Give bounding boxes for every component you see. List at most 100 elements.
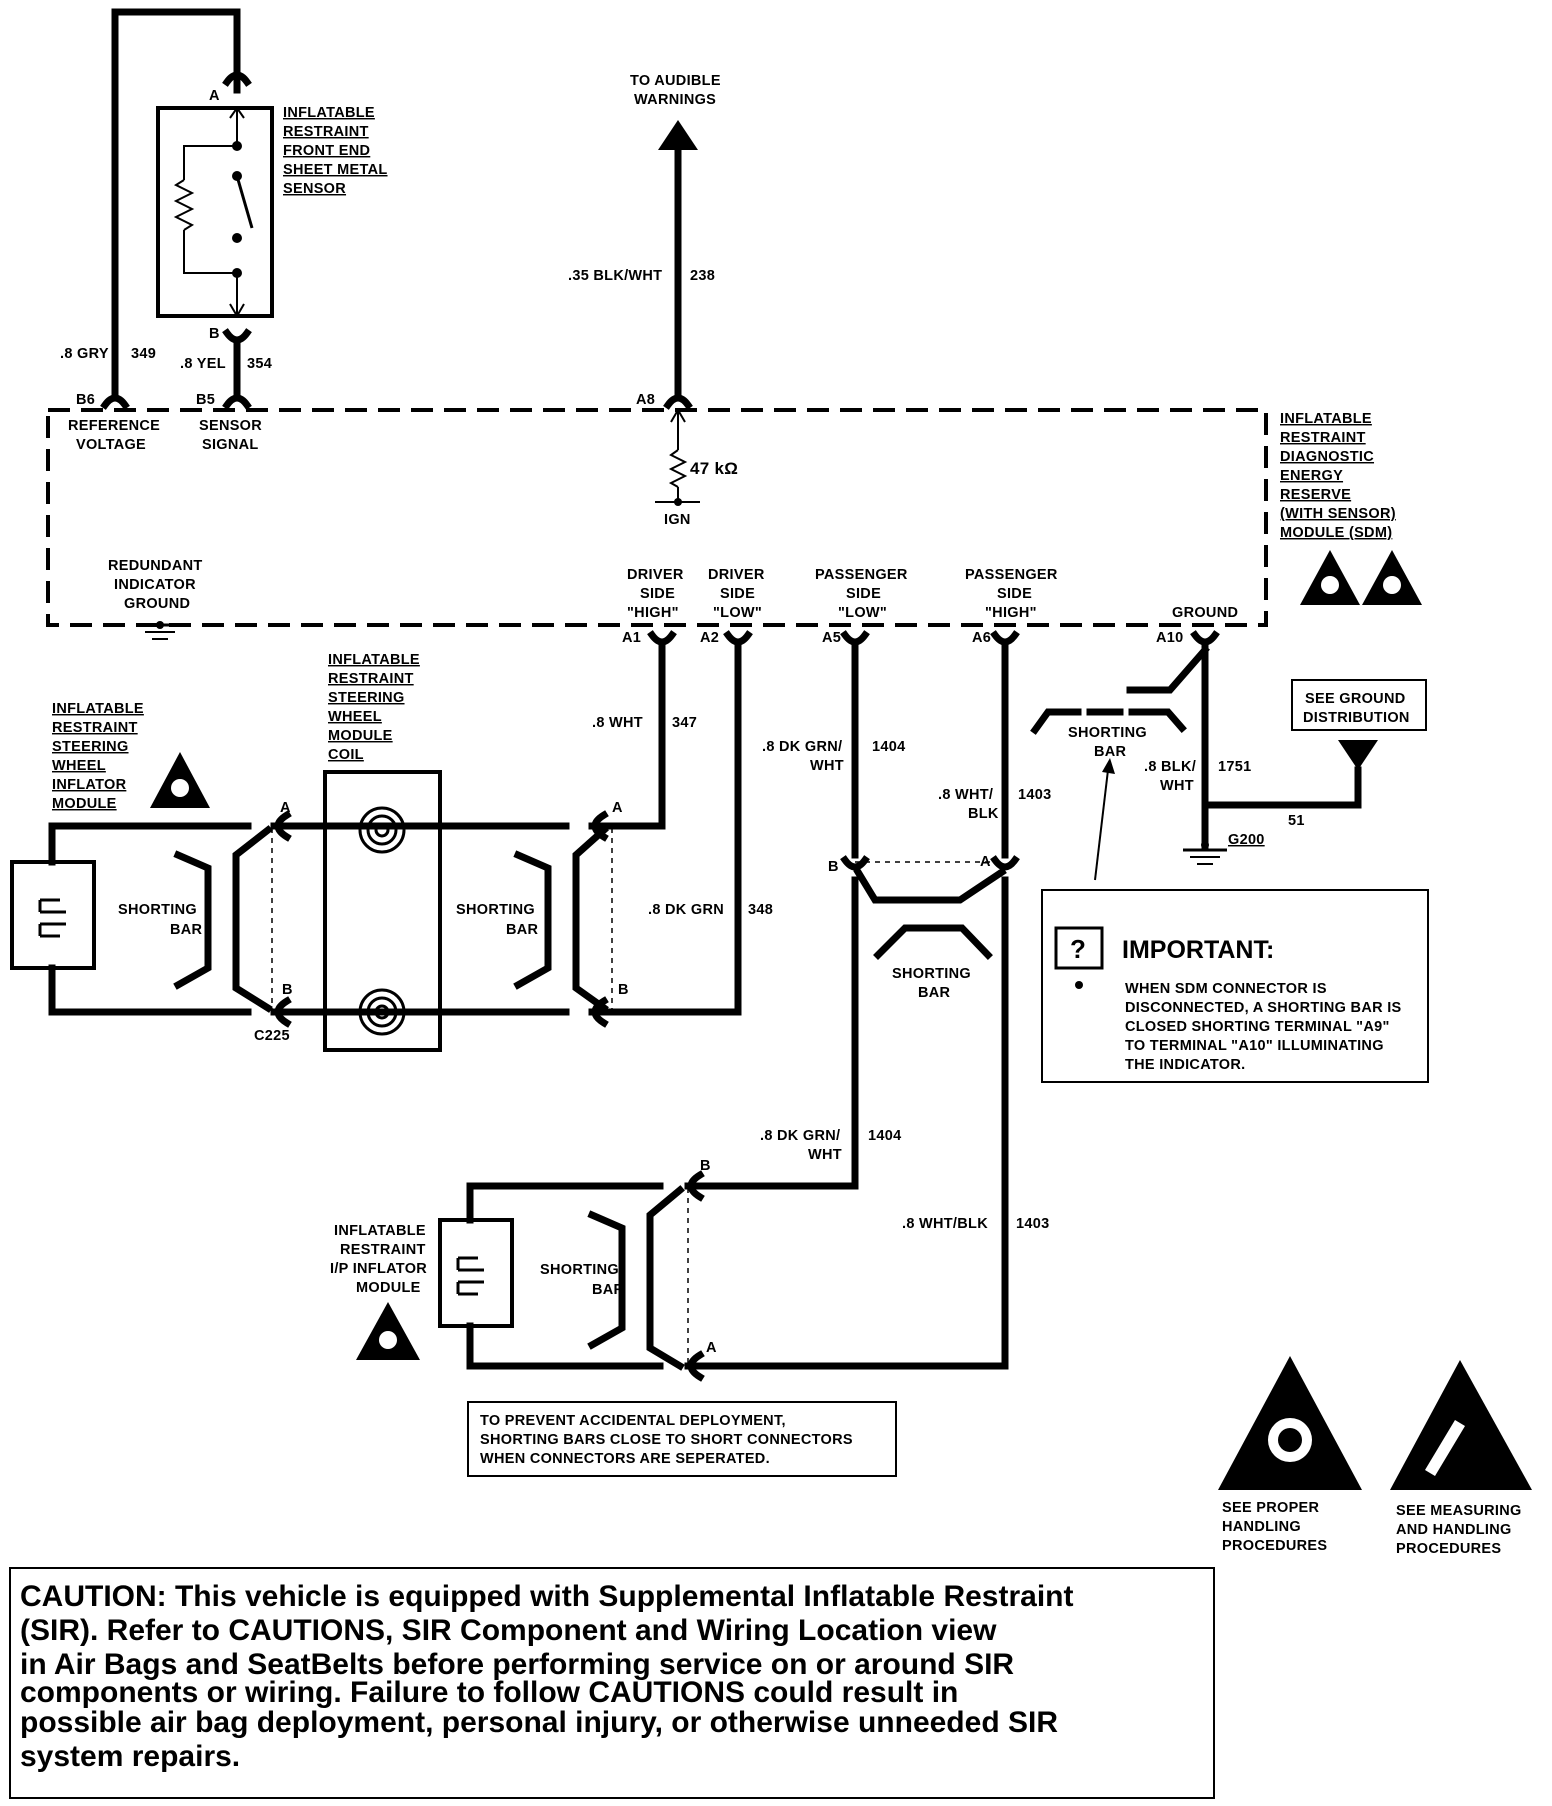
pass-conn-b: B <box>828 859 839 875</box>
ground-circuit <box>1030 630 1427 881</box>
prevent-line-2: SHORTING BARS CLOSE TO SHORT CONNECTORS <box>480 1432 853 1448</box>
wire-wht-label: .8 WHT <box>592 715 643 731</box>
term-a6: A6 <box>972 630 991 646</box>
sdm-label-6: (WITH SENSOR) <box>1280 506 1396 522</box>
driver-circuit <box>10 630 753 1052</box>
c225-b: B <box>282 982 293 998</box>
driver-low-3: "LOW" <box>713 605 762 621</box>
sdm-label-7: MODULE (SDM) <box>1280 525 1392 541</box>
caution-line-5: possible air bag deployment, personal in… <box>20 1706 1058 1739</box>
ip-label-2: RESTRAINT <box>340 1242 426 1258</box>
ground-label: GROUND <box>1172 605 1238 621</box>
important-line-5: THE INDICATOR. <box>1125 1057 1245 1073</box>
pass-high-1: PASSENGER <box>965 567 1058 583</box>
pass-low-3: "LOW" <box>838 605 887 621</box>
important-title: IMPORTANT: <box>1122 936 1274 964</box>
sdm-module <box>46 408 1268 640</box>
caution-line-6: system repairs. <box>20 1740 240 1773</box>
coil-label-6: COIL <box>328 747 364 763</box>
pass-dkgrnwht2-1: .8 DK GRN/ <box>760 1128 840 1144</box>
ip-label-3: I/P INFLATOR <box>330 1261 427 1277</box>
pass-whtblk-2: BLK <box>968 806 999 822</box>
pass-dkgrnwht2-num: 1404 <box>868 1128 901 1144</box>
pass-dkgrnwht-num: 1404 <box>872 739 905 755</box>
audible-label-1: TO AUDIBLE <box>630 73 721 89</box>
pass-high-2: SIDE <box>997 586 1032 602</box>
sensor-labels: A B INFLATABLE RESTRAINT FRONT END SHEET… <box>60 73 721 372</box>
sensor-label-4: SHEET METAL <box>283 162 388 178</box>
sensor-label-1: INFLATABLE <box>283 105 375 121</box>
sdm-label-2: RESTRAINT <box>1280 430 1366 446</box>
proper-1: SEE PROPER <box>1222 1500 1320 1516</box>
ip-label-4: MODULE <box>356 1280 421 1296</box>
wire-blkwht-label: .35 BLK/WHT <box>568 268 662 284</box>
coil-box <box>323 770 442 1052</box>
measuring-3: PROCEDURES <box>1396 1541 1501 1557</box>
caution-line-4: components or wiring. Failure to follow … <box>20 1676 958 1709</box>
sdm-label-5: RESERVE <box>1280 487 1351 503</box>
passenger-labels: .8 DK GRN/ WHT 1404 .8 WHT/ BLK 1403 B A… <box>330 739 1051 1356</box>
important-line-1: WHEN SDM CONNECTOR IS <box>1125 981 1327 997</box>
ground-labels: SHORTING BAR .8 BLK/ WHT 1751 51 G200 SE… <box>1068 691 1410 848</box>
pass-dkgrnwht-2: WHT <box>810 758 844 774</box>
coil-conn-a: A <box>612 800 623 816</box>
c225-label: C225 <box>254 1028 290 1044</box>
ref-voltage-1: REFERENCE <box>68 418 160 434</box>
resistor-value: 47 kΩ <box>690 459 738 478</box>
ground-blkwht-num: 1751 <box>1218 759 1251 775</box>
important-line-2: DISCONNECTED, A SHORTING BAR IS <box>1125 1000 1402 1016</box>
sdm-labels: B6 B5 A8 REFERENCE VOLTAGE SENSOR SIGNAL… <box>68 392 1396 646</box>
wire-blkwht-num: 238 <box>690 268 715 284</box>
sdm-b5: B5 <box>196 392 215 408</box>
term-a1: A1 <box>622 630 641 646</box>
front-sensor-group <box>100 8 698 410</box>
pass-dkgrnwht2-2: WHT <box>808 1147 842 1163</box>
sdm-label-1: INFLATABLE <box>1280 411 1372 427</box>
c225-a: A <box>280 800 291 816</box>
caution-line-1: CAUTION: This vehicle is equipped with S… <box>20 1580 1074 1613</box>
term-a10: A10 <box>1156 630 1184 646</box>
see-ground-2: DISTRIBUTION <box>1303 710 1410 726</box>
passenger-circuit <box>438 630 1020 1382</box>
ip-shorting-1: SHORTING <box>540 1262 619 1278</box>
sensor-signal-1: SENSOR <box>199 418 262 434</box>
pass-low-1: PASSENGER <box>815 567 908 583</box>
coil-conn-b: B <box>618 982 629 998</box>
pass-whtblk-num: 1403 <box>1018 787 1051 803</box>
sensor-box <box>156 106 274 318</box>
ip-warning-icon <box>356 1302 420 1360</box>
wire-gry-label: .8 GRY <box>60 346 109 362</box>
proper-3: PROCEDURES <box>1222 1538 1327 1554</box>
driver-low-1: DRIVER <box>708 567 765 583</box>
pass-conn-a: A <box>980 854 991 870</box>
ip-label-1: INFLATABLE <box>334 1223 426 1239</box>
driver-low-2: SIDE <box>720 586 755 602</box>
proper-2: HANDLING <box>1222 1519 1301 1535</box>
wire-wht-num: 347 <box>672 715 697 731</box>
sensor-label-2: RESTRAINT <box>283 124 369 140</box>
prevent-line-3: WHEN CONNECTORS ARE SEPERATED. <box>480 1451 770 1467</box>
ground-51: 51 <box>1288 813 1305 829</box>
caution-line-2: (SIR). Refer to CAUTIONS, SIR Component … <box>20 1614 997 1647</box>
driver-inflator-5: INFLATOR <box>52 777 127 793</box>
coil-shorting-1: SHORTING <box>456 902 535 918</box>
driver-high-3: "HIGH" <box>627 605 679 621</box>
important-line-4: TO TERMINAL "A10" ILLUMINATING <box>1125 1038 1384 1054</box>
sensor-term-a: A <box>209 88 220 104</box>
ip-inflator-box <box>438 1218 514 1328</box>
driver-high-2: SIDE <box>640 586 675 602</box>
pass-dkgrnwht-1: .8 DK GRN/ <box>762 739 842 755</box>
important-line-3: CLOSED SHORTING TERMINAL "A9" <box>1125 1019 1390 1035</box>
prevent-box: TO PREVENT ACCIDENTAL DEPLOYMENT, SHORTI… <box>467 1401 897 1477</box>
pass-whtblk-1: .8 WHT/ <box>938 787 993 803</box>
ign-label: IGN <box>664 512 691 528</box>
driver-inflator-box <box>10 860 96 970</box>
coil-label-1: INFLATABLE <box>328 652 420 668</box>
driver-inflator-3: STEERING <box>52 739 129 755</box>
driver-labels: .8 WHT 347 .8 DK GRN 348 A B A B C225 SH… <box>52 652 773 1044</box>
wire-gry-num: 349 <box>131 346 156 362</box>
ip-conn-b: B <box>700 1158 711 1174</box>
sensor-label-5: SENSOR <box>283 181 346 197</box>
coil-label-5: MODULE <box>328 728 393 744</box>
